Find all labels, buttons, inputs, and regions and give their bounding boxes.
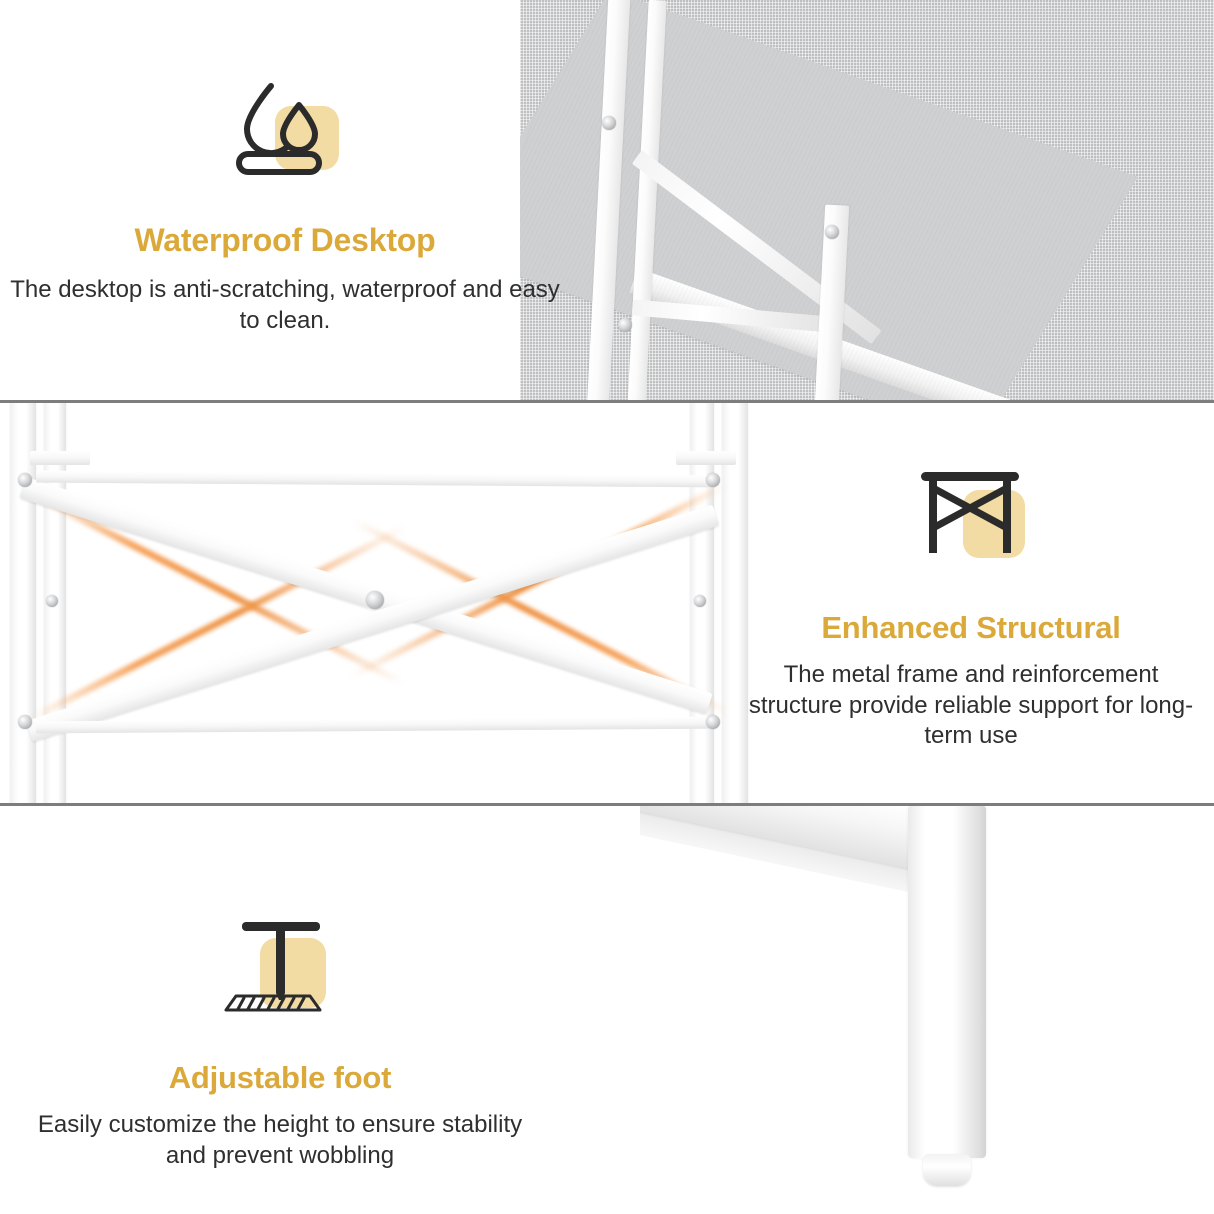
- screw: [18, 473, 32, 487]
- adjustable-foot-pad: [923, 1154, 971, 1186]
- top-connector-right: [676, 451, 736, 465]
- screw: [694, 595, 706, 607]
- feature-waterproof-desktop: Waterproof Desktop The desktop is anti-s…: [8, 70, 562, 336]
- feature-title: Enhanced Structural: [821, 610, 1121, 645]
- feature-adjustable-foot: Adjustable foot Easily customize the hei…: [20, 910, 540, 1171]
- screw: [706, 473, 720, 487]
- leg-vertical-post: [908, 806, 986, 1158]
- feature-description: The metal frame and reinforcement struct…: [748, 661, 1194, 750]
- photo-adjustable-leg: [640, 806, 1214, 1214]
- adjustable-foot-leveler-icon: [224, 922, 326, 1012]
- feature-title: Waterproof Desktop: [134, 222, 436, 258]
- section-divider-bottom: [0, 803, 1214, 806]
- photo-desktop-corner: [520, 0, 1214, 402]
- lower-rail: [35, 716, 717, 734]
- screw: [706, 715, 720, 729]
- photo-x-cross-brace: [0, 403, 760, 805]
- center-pivot-screw: [366, 591, 384, 609]
- screw: [825, 225, 839, 239]
- screw: [602, 116, 616, 130]
- screw: [18, 715, 32, 729]
- screw: [46, 595, 58, 607]
- feature-enhanced-structural: Enhanced Structural The metal frame and …: [736, 460, 1206, 752]
- feature-description: The desktop is anti-scratching, waterpro…: [10, 276, 560, 334]
- section-divider-top: [0, 400, 1214, 403]
- desk-frame-cross-brace-icon: [921, 472, 1025, 558]
- feature-title: Adjustable foot: [168, 1060, 392, 1095]
- water-droplets-on-desktop-icon: [236, 83, 339, 175]
- feature-description: Easily customize the height to ensure st…: [37, 1111, 523, 1169]
- screw: [618, 318, 632, 332]
- upper-rail: [35, 470, 717, 488]
- leg-post-right-outer: [722, 403, 748, 805]
- top-connector-left: [30, 451, 90, 465]
